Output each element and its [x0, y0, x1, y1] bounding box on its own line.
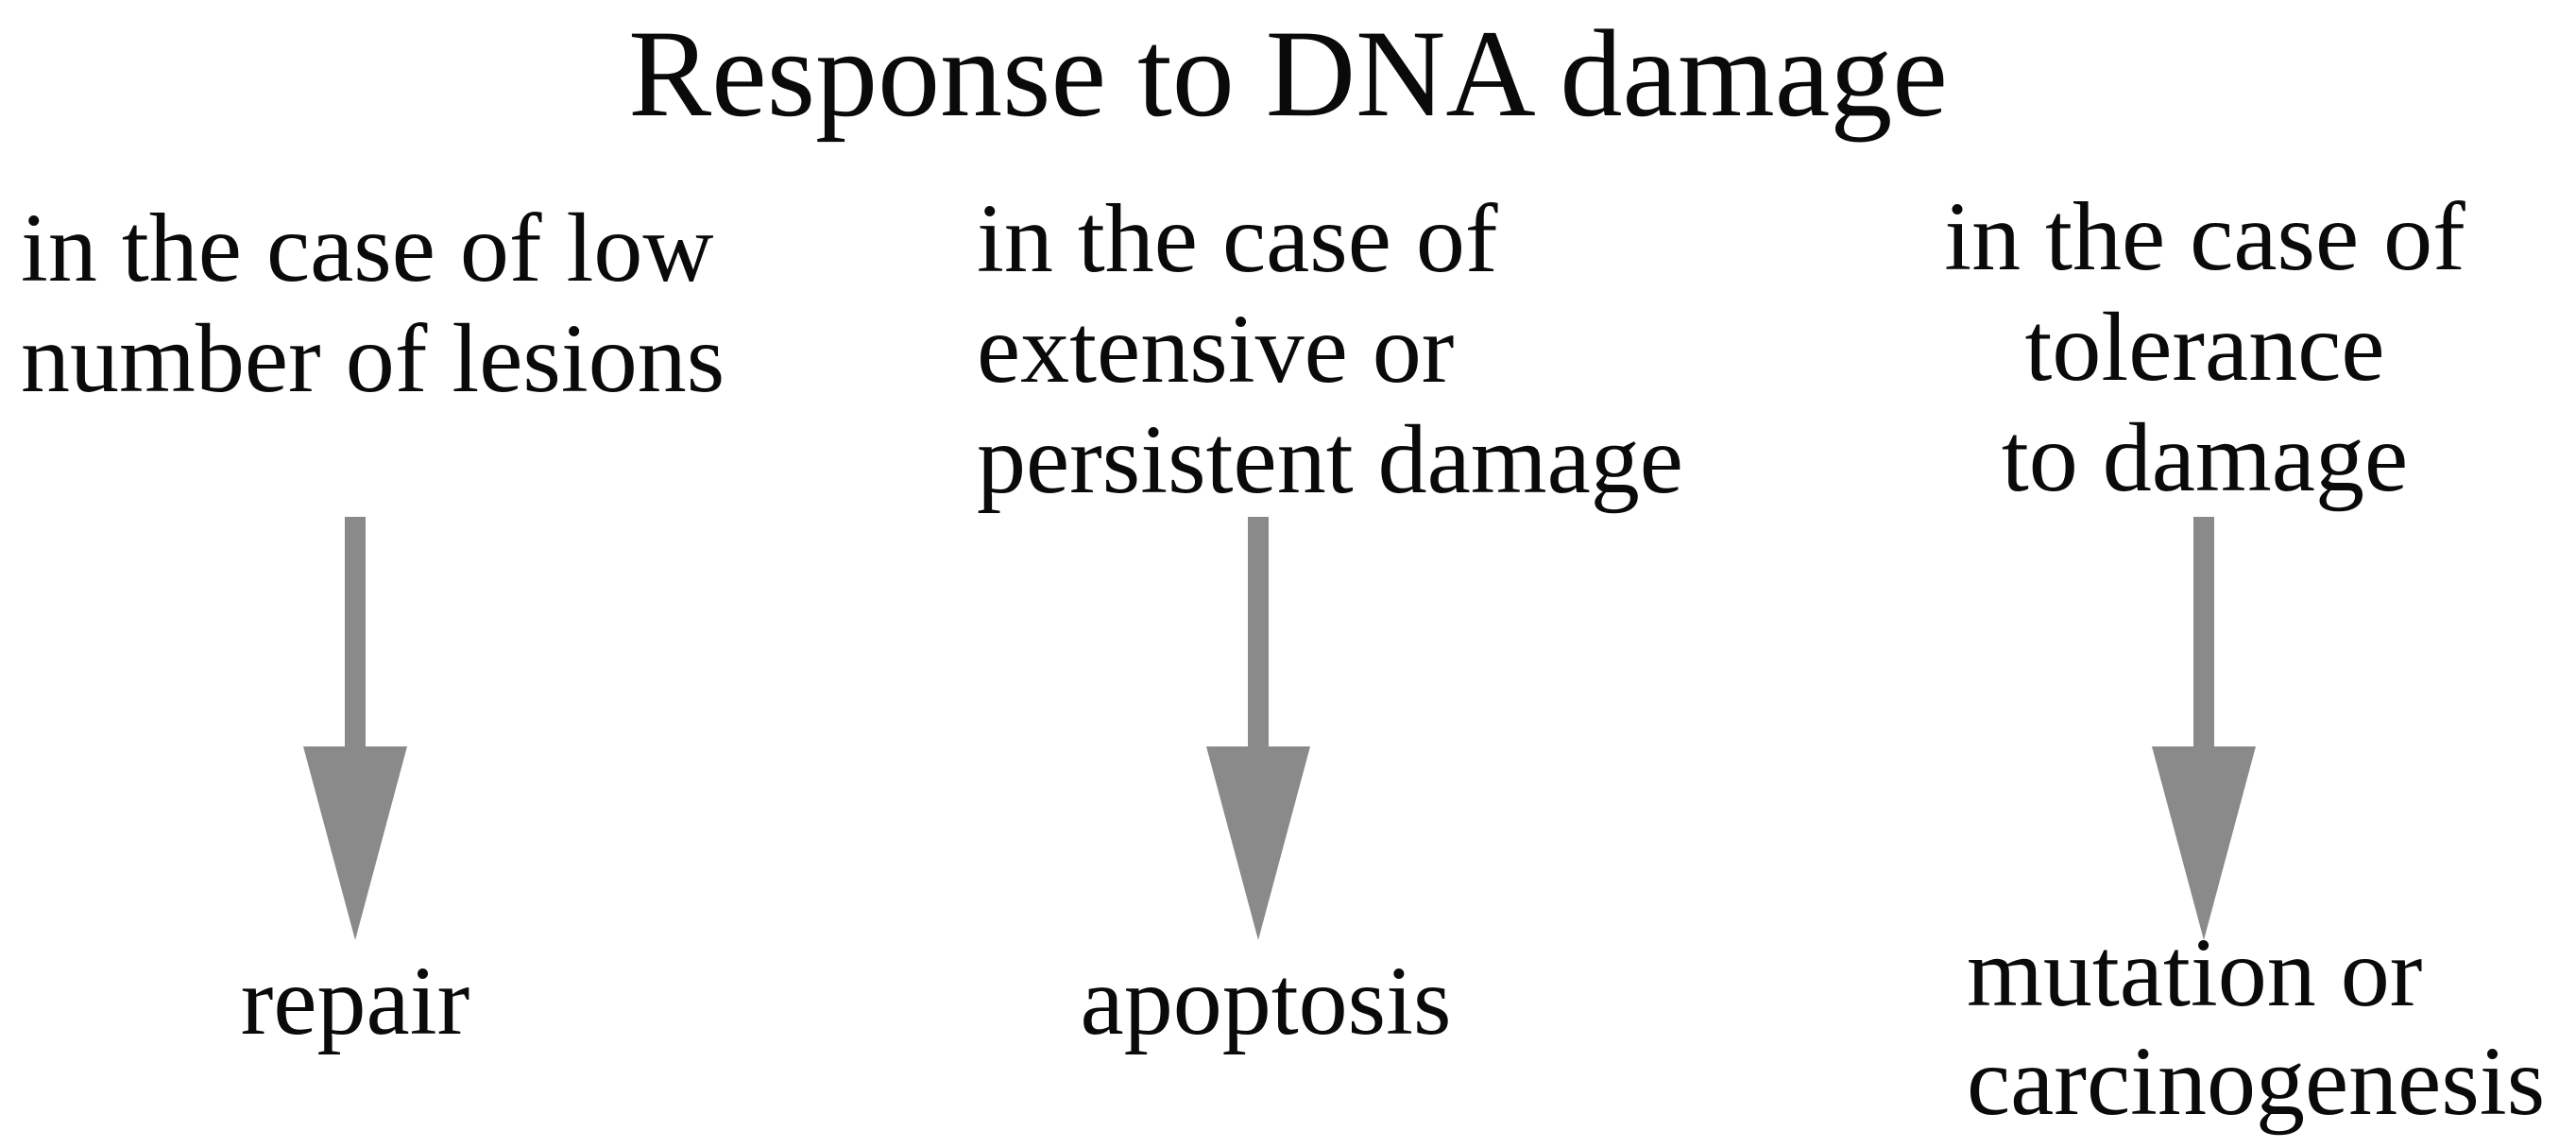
- down-arrow-shape: [303, 517, 407, 940]
- condition-low-lesions: in the case of low number of lesions: [21, 193, 725, 414]
- outcome-label: repair: [240, 947, 470, 1055]
- condition-line: in the case of: [977, 184, 1498, 293]
- condition-line: in the case of low: [21, 194, 714, 302]
- down-arrow-shape: [2152, 517, 2256, 940]
- condition-tolerance: in the case of tolerance to damage: [1874, 181, 2535, 513]
- outcome-label: carcinogenesis: [1967, 1027, 2546, 1136]
- diagram-title: Response to DNA damage: [628, 4, 1948, 143]
- condition-extensive-damage: in the case of extensive or persistent d…: [977, 183, 1683, 515]
- condition-line: extensive or: [977, 295, 1455, 403]
- down-arrow-icon: [2152, 517, 2256, 940]
- outcome-apoptosis: apoptosis: [982, 947, 1549, 1055]
- down-arrow-icon: [1206, 517, 1310, 940]
- outcome-repair: repair: [166, 947, 544, 1055]
- condition-line: to damage: [2001, 403, 2409, 512]
- down-arrow-icon: [303, 517, 407, 940]
- condition-line: tolerance: [2024, 293, 2385, 402]
- outcome-label: apoptosis: [1080, 947, 1452, 1055]
- condition-line: in the case of: [1944, 182, 2465, 291]
- condition-line: number of lesions: [21, 304, 725, 413]
- down-arrow-shape: [1206, 517, 1310, 940]
- outcome-label: mutation or: [1967, 918, 2423, 1027]
- condition-line: persistent damage: [977, 405, 1683, 514]
- outcome-mutation-carcinogenesis: mutation or carcinogenesis: [1967, 918, 2545, 1136]
